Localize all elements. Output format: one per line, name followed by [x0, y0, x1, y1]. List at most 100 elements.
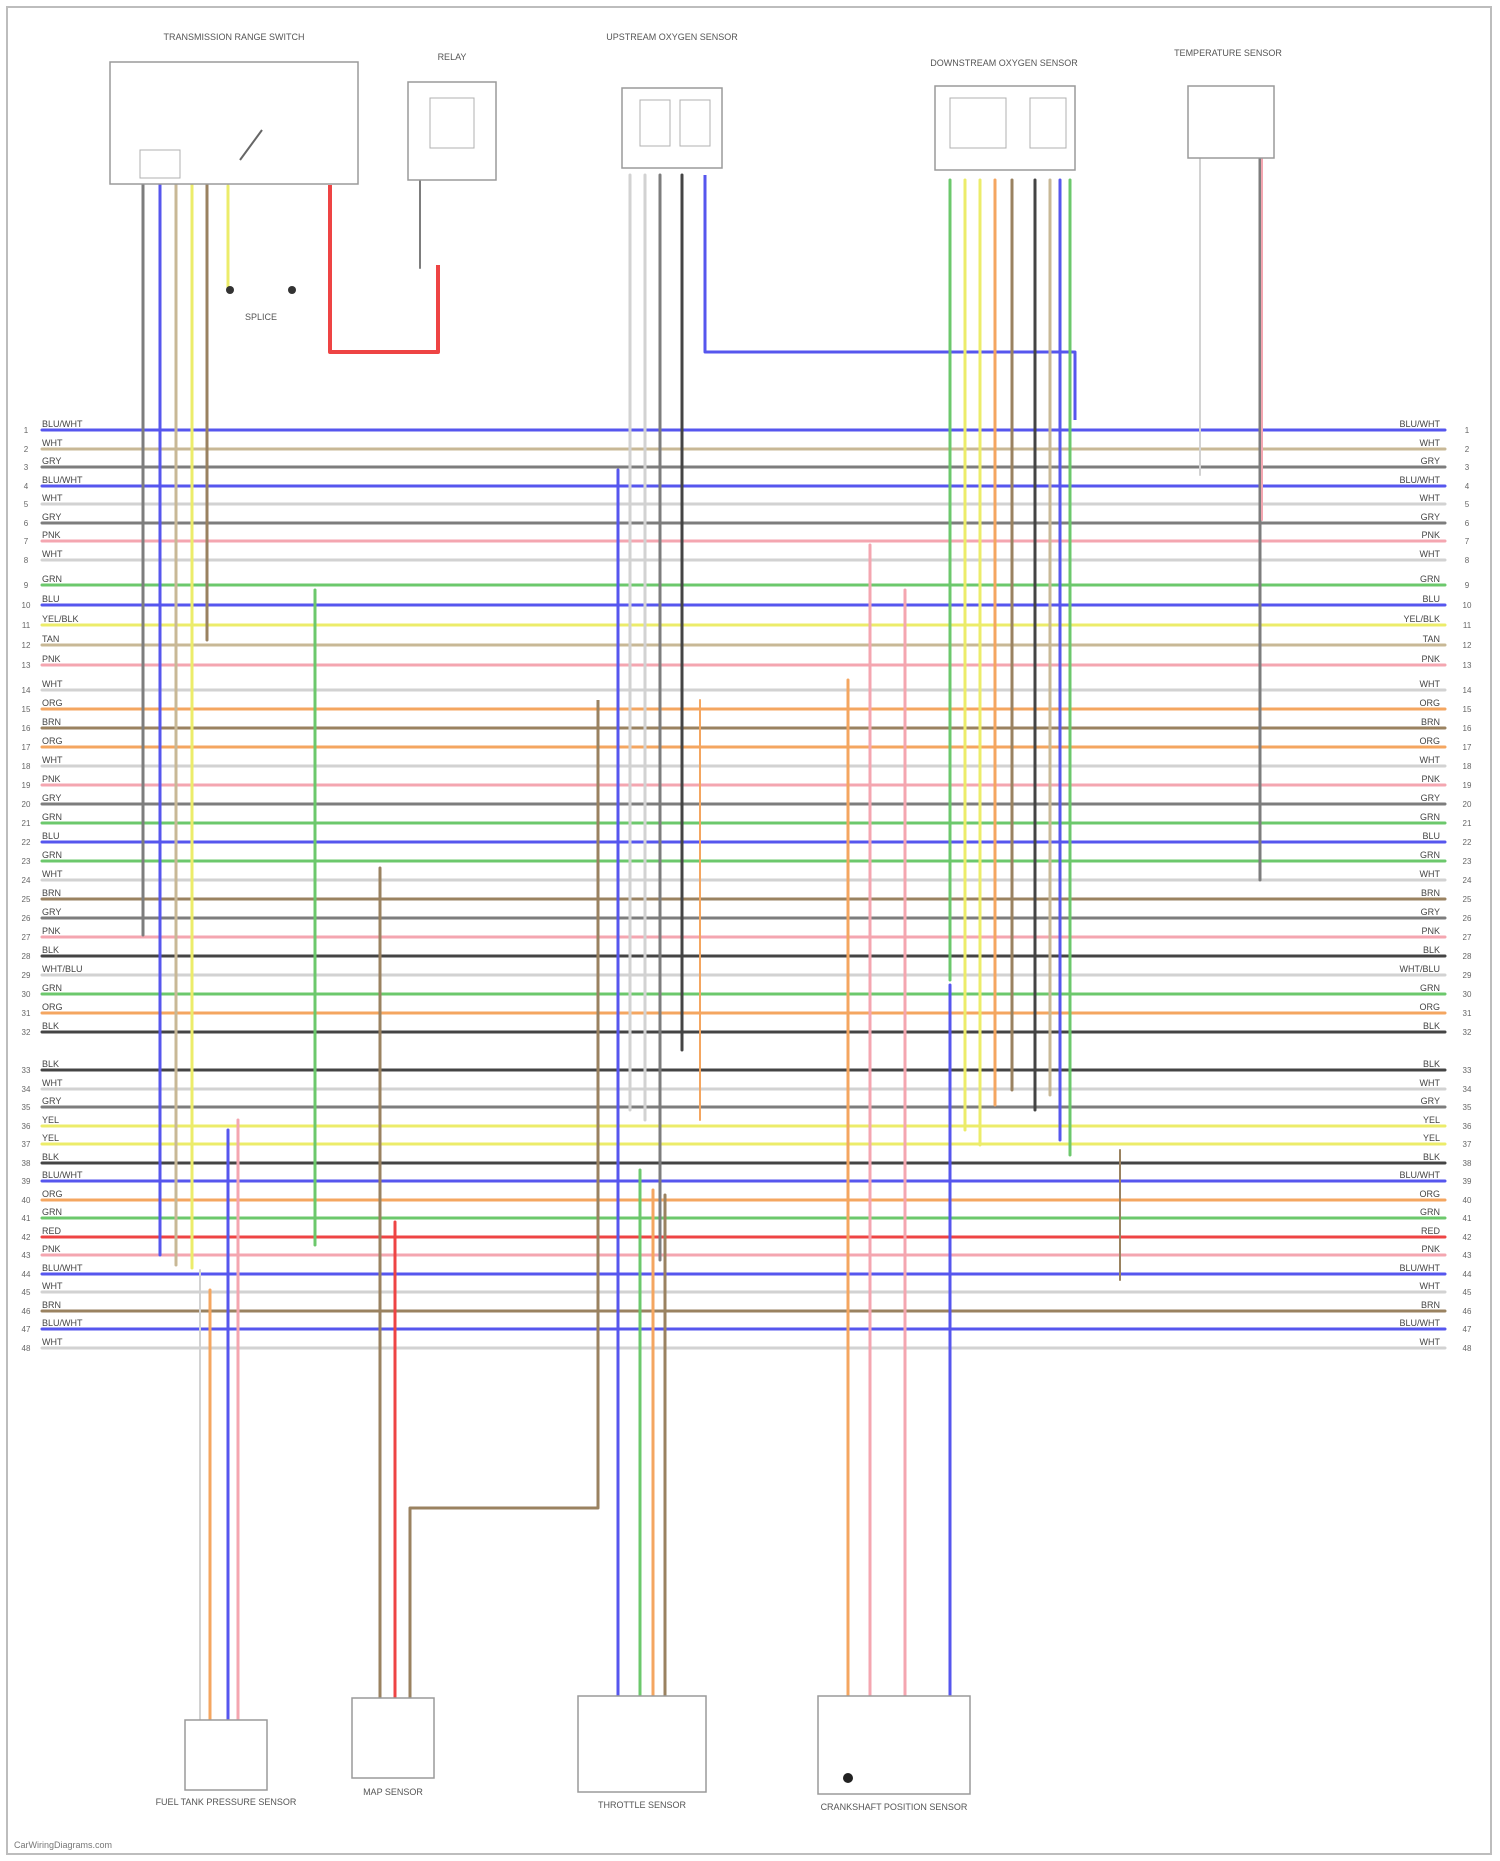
pin-number-right: 42: [1463, 1233, 1472, 1242]
wire-code-right: BLK: [1423, 1021, 1440, 1031]
wire-code-right: WHT: [1420, 1281, 1441, 1291]
wire-code-right: GRN: [1420, 574, 1440, 584]
downstream-o2-sensor: [935, 86, 1075, 170]
pin-number-left: 5: [24, 500, 29, 509]
pin-number-left: 29: [22, 971, 31, 980]
pin-number-right: 36: [1463, 1122, 1472, 1131]
pin-number-left: 42: [22, 1233, 31, 1242]
wire: [705, 175, 1075, 420]
pin-number-left: 12: [22, 641, 31, 650]
terminal-dot: [226, 286, 234, 294]
pin-number-right: 12: [1463, 641, 1472, 650]
wire-code-left: ORG: [42, 736, 63, 746]
wire-code-right: GRY: [1421, 1096, 1440, 1106]
pin-number-left: 26: [22, 914, 31, 923]
pin-number-right: 31: [1463, 1009, 1472, 1018]
wire-code-left: GRN: [42, 1207, 62, 1217]
wire-code-right: GRN: [1420, 983, 1440, 993]
transmission-range-switch: [110, 62, 358, 184]
pin-number-left: 45: [22, 1288, 31, 1297]
wire-code-right: BLU/WHT: [1400, 419, 1441, 429]
pin-number-left: 2: [24, 445, 29, 454]
pin-number-left: 17: [22, 743, 31, 752]
wire-code-left: BLK: [42, 1152, 59, 1162]
pin-number-left: 8: [24, 556, 29, 565]
wire-code-left: PNK: [42, 774, 61, 784]
wire-code-right: BLU: [1422, 831, 1440, 841]
vertical-wires: [143, 158, 1262, 1725]
pin-number-left: 18: [22, 762, 31, 771]
pin-number-left: 1: [24, 426, 29, 435]
pin-number-right: 18: [1463, 762, 1472, 771]
wire-code-left: GRY: [42, 907, 61, 917]
component-title: TEMPERATURE SENSOR: [1174, 48, 1282, 58]
pin-number-left: 31: [22, 1009, 31, 1018]
pin-number-right: 44: [1463, 1270, 1472, 1279]
wire-code-left: GRN: [42, 850, 62, 860]
wire-code-left: GRY: [42, 1096, 61, 1106]
pin-number-right: 21: [1463, 819, 1472, 828]
pin-number-left: 41: [22, 1214, 31, 1223]
wire-code-left: BLU: [42, 594, 60, 604]
wire-code-right: BRN: [1421, 1300, 1440, 1310]
pin-number-right: 4: [1465, 482, 1470, 491]
wire-bus: [42, 430, 1445, 1348]
wire-code-left: PNK: [42, 1244, 61, 1254]
wire-code-right: ORG: [1419, 736, 1440, 746]
pin-number-left: 3: [24, 463, 29, 472]
pin-number-right: 37: [1463, 1140, 1472, 1149]
wire-code-left: YEL: [42, 1133, 59, 1143]
pin-number-left: 23: [22, 857, 31, 866]
pin-number-right: 20: [1463, 800, 1472, 809]
pin-number-left: 39: [22, 1177, 31, 1186]
pin-number-right: 48: [1463, 1344, 1472, 1353]
pin-number-left: 19: [22, 781, 31, 790]
wire-code-left: WHT: [42, 755, 63, 765]
wire-code-left: WHT: [42, 1281, 63, 1291]
pin-number-left: 28: [22, 952, 31, 961]
wire-code-right: GRY: [1421, 793, 1440, 803]
wire-code-left: WHT/BLU: [42, 964, 83, 974]
pin-number-right: 43: [1463, 1251, 1472, 1260]
pin-number-right: 45: [1463, 1288, 1472, 1297]
component-title: RELAY: [438, 52, 467, 62]
wire-code-left: GRN: [42, 983, 62, 993]
wire-code-right: WHT: [1420, 679, 1441, 689]
wire-code-right: WHT: [1420, 1337, 1441, 1347]
pin-number-right: 22: [1463, 838, 1472, 847]
splice-label: SPLICE: [245, 312, 277, 322]
pin-number-left: 14: [22, 686, 31, 695]
wire-code-left: WHT: [42, 549, 63, 559]
wire-code-left: BLU/WHT: [42, 475, 83, 485]
wire-code-left: ORG: [42, 698, 63, 708]
component-title: MAP SENSOR: [363, 1787, 423, 1797]
wire-code-right: BLU/WHT: [1400, 1263, 1441, 1273]
wire-code-left: WHT: [42, 1078, 63, 1088]
wire-code-left: ORG: [42, 1189, 63, 1199]
wire-code-right: GRN: [1420, 1207, 1440, 1217]
wire-code-right: YEL: [1423, 1115, 1440, 1125]
pin-number-left: 32: [22, 1028, 31, 1037]
fuel-tank-pressure-sensor: [185, 1720, 267, 1790]
wire-code-right: WHT: [1420, 493, 1441, 503]
pin-number-left: 47: [22, 1325, 31, 1334]
pin-number-right: 33: [1463, 1066, 1472, 1075]
wire-code-left: YEL/BLK: [42, 614, 79, 624]
wire-code-left: BRN: [42, 888, 61, 898]
pin-number-left: 13: [22, 661, 31, 670]
wire-code-right: BLK: [1423, 945, 1440, 955]
wire-code-left: BLU/WHT: [42, 1170, 83, 1180]
pin-number-left: 22: [22, 838, 31, 847]
wire-code-right: ORG: [1419, 1002, 1440, 1012]
wire-code-right: GRY: [1421, 907, 1440, 917]
pin-number-right: 7: [1465, 537, 1470, 546]
pin-number-left: 7: [24, 537, 29, 546]
wire-code-right: GRN: [1420, 850, 1440, 860]
wire-code-right: WHT: [1420, 1078, 1441, 1088]
pin-number-right: 23: [1463, 857, 1472, 866]
wire-code-left: WHT: [42, 493, 63, 503]
wire-code-left: ORG: [42, 1002, 63, 1012]
ground-dot: [843, 1773, 853, 1783]
pin-number-left: 38: [22, 1159, 31, 1168]
pin-number-right: 32: [1463, 1028, 1472, 1037]
